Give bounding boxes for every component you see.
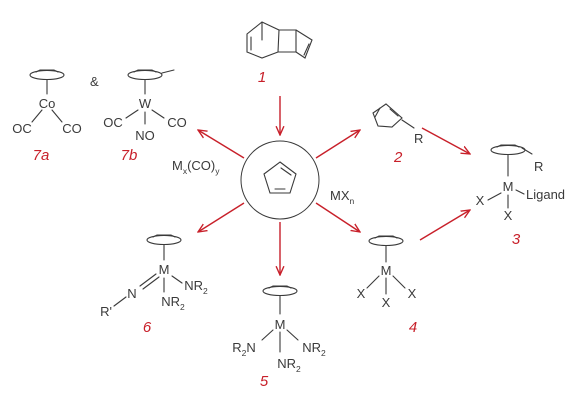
reagent-metal-carbonyl: Mx(CO)y [172, 158, 220, 176]
amide-right-5: NR2 [302, 340, 326, 358]
compound-number-5: 5 [260, 373, 269, 390]
compound-number-7b: 7b [121, 147, 138, 164]
tungsten-atom: W [139, 96, 152, 111]
compound-number-2: 2 [393, 149, 403, 166]
halide-right-4: X [408, 286, 417, 301]
compound-number-7a: 7a [33, 147, 50, 164]
amide-right-6: NR2 [184, 278, 208, 296]
halide-left-3: X [476, 193, 485, 208]
metal-atom-5: M [275, 317, 286, 332]
metal-atom-4: M [381, 263, 392, 278]
arrow-4-to-3 [419, 210, 470, 241]
metal-atom-6: M [159, 262, 170, 277]
metal-atom-3: M [503, 179, 514, 194]
arrow-2-to-3 [421, 127, 470, 154]
cyclopentadiene-circle [240, 140, 320, 220]
carbonyl-left-7a: OC [12, 121, 32, 136]
cp-metal-triamide-structure: M R2N NR2 NR2 [232, 285, 326, 374]
amide-left-5: R2N [232, 340, 256, 358]
cobalt-atom: Co [39, 96, 56, 111]
arrow-to-6 [198, 202, 245, 232]
compound-number-3: 3 [512, 231, 521, 248]
cp-metal-trihalide-structure: M X X X [357, 235, 417, 310]
substituted-cyclopentadiene-structure [372, 103, 415, 129]
cp-cobalt-dicarbonyl-structure: Co OC CO [12, 69, 82, 136]
compound-number-1: 1 [258, 69, 266, 86]
arrow-to-4 [315, 202, 360, 232]
arrow-to-2 [315, 130, 360, 159]
half-sandwich-ligand-complex-structure: R M X X Ligand [476, 144, 565, 223]
amide-bottom-5: NR2 [277, 356, 301, 374]
substituent-r-3: R [534, 159, 543, 174]
compound-number-4: 4 [409, 319, 417, 336]
halide-left-4: X [357, 286, 366, 301]
imido-nitrogen: N [127, 286, 136, 301]
cp-metal-imido-diamide-structure: M N R' NR2 NR2 [100, 234, 208, 319]
carbonyl-left-7b: OC [103, 115, 123, 130]
dicyclopentadiene-structure [246, 21, 313, 59]
compound-number-6: 6 [143, 319, 152, 336]
carbonyl-right-7a: CO [62, 121, 82, 136]
carbonyl-right-7b: CO [167, 115, 187, 130]
ligand-label: Ligand [526, 187, 565, 202]
nitrosyl-7b: NO [135, 128, 155, 143]
substituent-r-2: R [414, 131, 423, 146]
amide-bottom-6: NR2 [161, 294, 185, 312]
ampersand: & [90, 74, 99, 89]
cp-tungsten-carbonyl-nitrosyl-structure: W OC CO NO [103, 69, 187, 143]
reagent-metal-halide: MXn [330, 188, 355, 206]
halide-bottom-4: X [382, 295, 391, 310]
halide-bottom-3: X [504, 208, 513, 223]
cyclopentadiene-ring [263, 161, 297, 194]
arrow-to-7 [198, 130, 245, 159]
substituent-r-prime: R' [100, 304, 112, 319]
